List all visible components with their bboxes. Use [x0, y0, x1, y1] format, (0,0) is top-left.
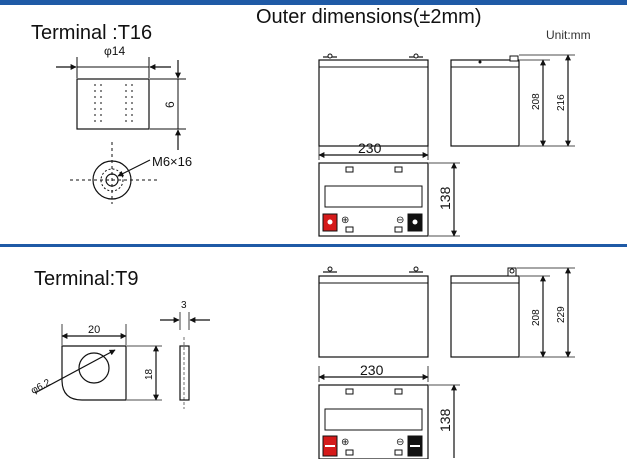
battery-bottom-width: 138	[437, 408, 453, 432]
t9-side-view	[179, 345, 190, 401]
t9-hole	[78, 352, 110, 384]
battery-bottom-minus: ⊖	[396, 437, 404, 448]
t9-hole-label: φ6.2	[29, 377, 53, 396]
battery-bottom-height-total: 229	[556, 306, 567, 323]
t9-width-label: 20	[88, 324, 100, 336]
battery-top-height-total: 216	[556, 94, 567, 111]
outer-dimensions-title: Outer dimensions(±2mm)	[256, 6, 482, 28]
battery-bottom-length: 230	[360, 362, 384, 378]
battery-bottom-top-view: 230 ⊕ ⊖ 138	[318, 362, 460, 459]
unit-label: Unit:mm	[546, 28, 591, 42]
battery-top-plus: ⊕	[341, 215, 349, 226]
top-accent-bar	[0, 0, 627, 5]
terminal-t16-title: Terminal :T16	[31, 22, 153, 44]
t16-height-label: 6	[163, 101, 177, 108]
battery-top-side-view: 208 216	[450, 54, 575, 147]
section-divider	[0, 244, 627, 247]
battery-top-front-view	[318, 53, 429, 147]
t16-terminal-body	[76, 78, 150, 130]
battery-bottom-plus: ⊕	[341, 437, 349, 448]
t16-diameter-label: φ14	[104, 44, 125, 58]
battery-bottom-side-view: 208 229	[450, 267, 575, 358]
t9-height-label: 18	[144, 368, 155, 380]
battery-top-minus: ⊖	[396, 215, 404, 226]
battery-bottom-height-front: 208	[531, 309, 542, 326]
t9-thickness-label: 3	[181, 300, 187, 311]
t16-bolt-label: M6×16	[152, 154, 192, 169]
t16-terminal-drawing: φ14 6 M6×16	[56, 44, 192, 204]
t9-terminal-drawing: 20 φ6.2 18 3	[29, 300, 210, 409]
battery-top-length: 230	[358, 140, 382, 156]
battery-top-top-view: 230 ⊕ ⊖ 138	[318, 140, 460, 237]
terminal-t9-title: Terminal:T9	[34, 268, 139, 290]
battery-top-height-front: 208	[531, 93, 542, 110]
battery-top-width: 138	[437, 186, 453, 210]
battery-bottom-front-view	[318, 266, 429, 358]
